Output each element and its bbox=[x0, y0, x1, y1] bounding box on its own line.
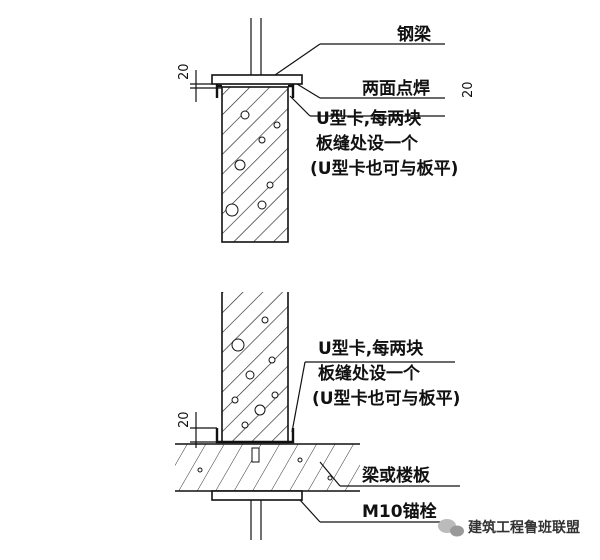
steel-beam-label: 钢梁 bbox=[397, 24, 432, 45]
beam-or-slab bbox=[175, 443, 360, 492]
top-u-clip-line3: (U型卡也可与板平) bbox=[310, 158, 458, 179]
beam-or-slab-label: 梁或楼板 bbox=[361, 465, 431, 486]
bottom-dim-left: 20 bbox=[177, 411, 217, 448]
anchor-bolt-label: M10锚栓 bbox=[362, 501, 437, 522]
bottom-dim-left-text: 20 bbox=[177, 411, 192, 428]
watermark: 建筑工程鲁班联盟 bbox=[438, 519, 580, 537]
top-u-clip-line1: U型卡,每两块 bbox=[316, 108, 422, 129]
bottom-leaders bbox=[291, 361, 460, 523]
bottom-u-clip-line3: (U型卡也可与板平) bbox=[312, 388, 460, 409]
top-concrete-panel bbox=[221, 86, 289, 243]
spot-weld-label: 两面点焊 bbox=[362, 78, 430, 99]
top-u-clip bbox=[215, 84, 295, 98]
bottom-concrete-panel bbox=[221, 292, 289, 442]
wechat-icon bbox=[438, 519, 464, 537]
steel-beam-web bbox=[250, 18, 262, 75]
top-detail: 20 钢梁 两面点焊 20 U型卡,每两块 板缝处设一个 (U型卡也可与板平) bbox=[177, 18, 476, 243]
bottom-detail: 20 U型卡,每两块 板缝处设一个 (U型卡也可与板平) 梁或楼板 M10锚栓 bbox=[175, 292, 460, 540]
watermark-text: 建筑工程鲁班联盟 bbox=[468, 519, 580, 536]
anchor-bolt bbox=[211, 447, 303, 540]
top-dim-left-text: 20 bbox=[177, 63, 192, 80]
top-dim-right-text: 20 bbox=[461, 81, 476, 98]
bottom-u-clip-line1: U型卡,每两块 bbox=[318, 338, 424, 359]
top-leaders bbox=[274, 43, 445, 117]
bottom-u-clip bbox=[215, 428, 295, 444]
bottom-u-clip-line2: 板缝处设一个 bbox=[318, 363, 421, 384]
top-u-clip-line2: 板缝处设一个 bbox=[316, 133, 419, 154]
top-dim-left: 20 bbox=[177, 63, 222, 102]
steel-beam-flange bbox=[211, 74, 303, 85]
